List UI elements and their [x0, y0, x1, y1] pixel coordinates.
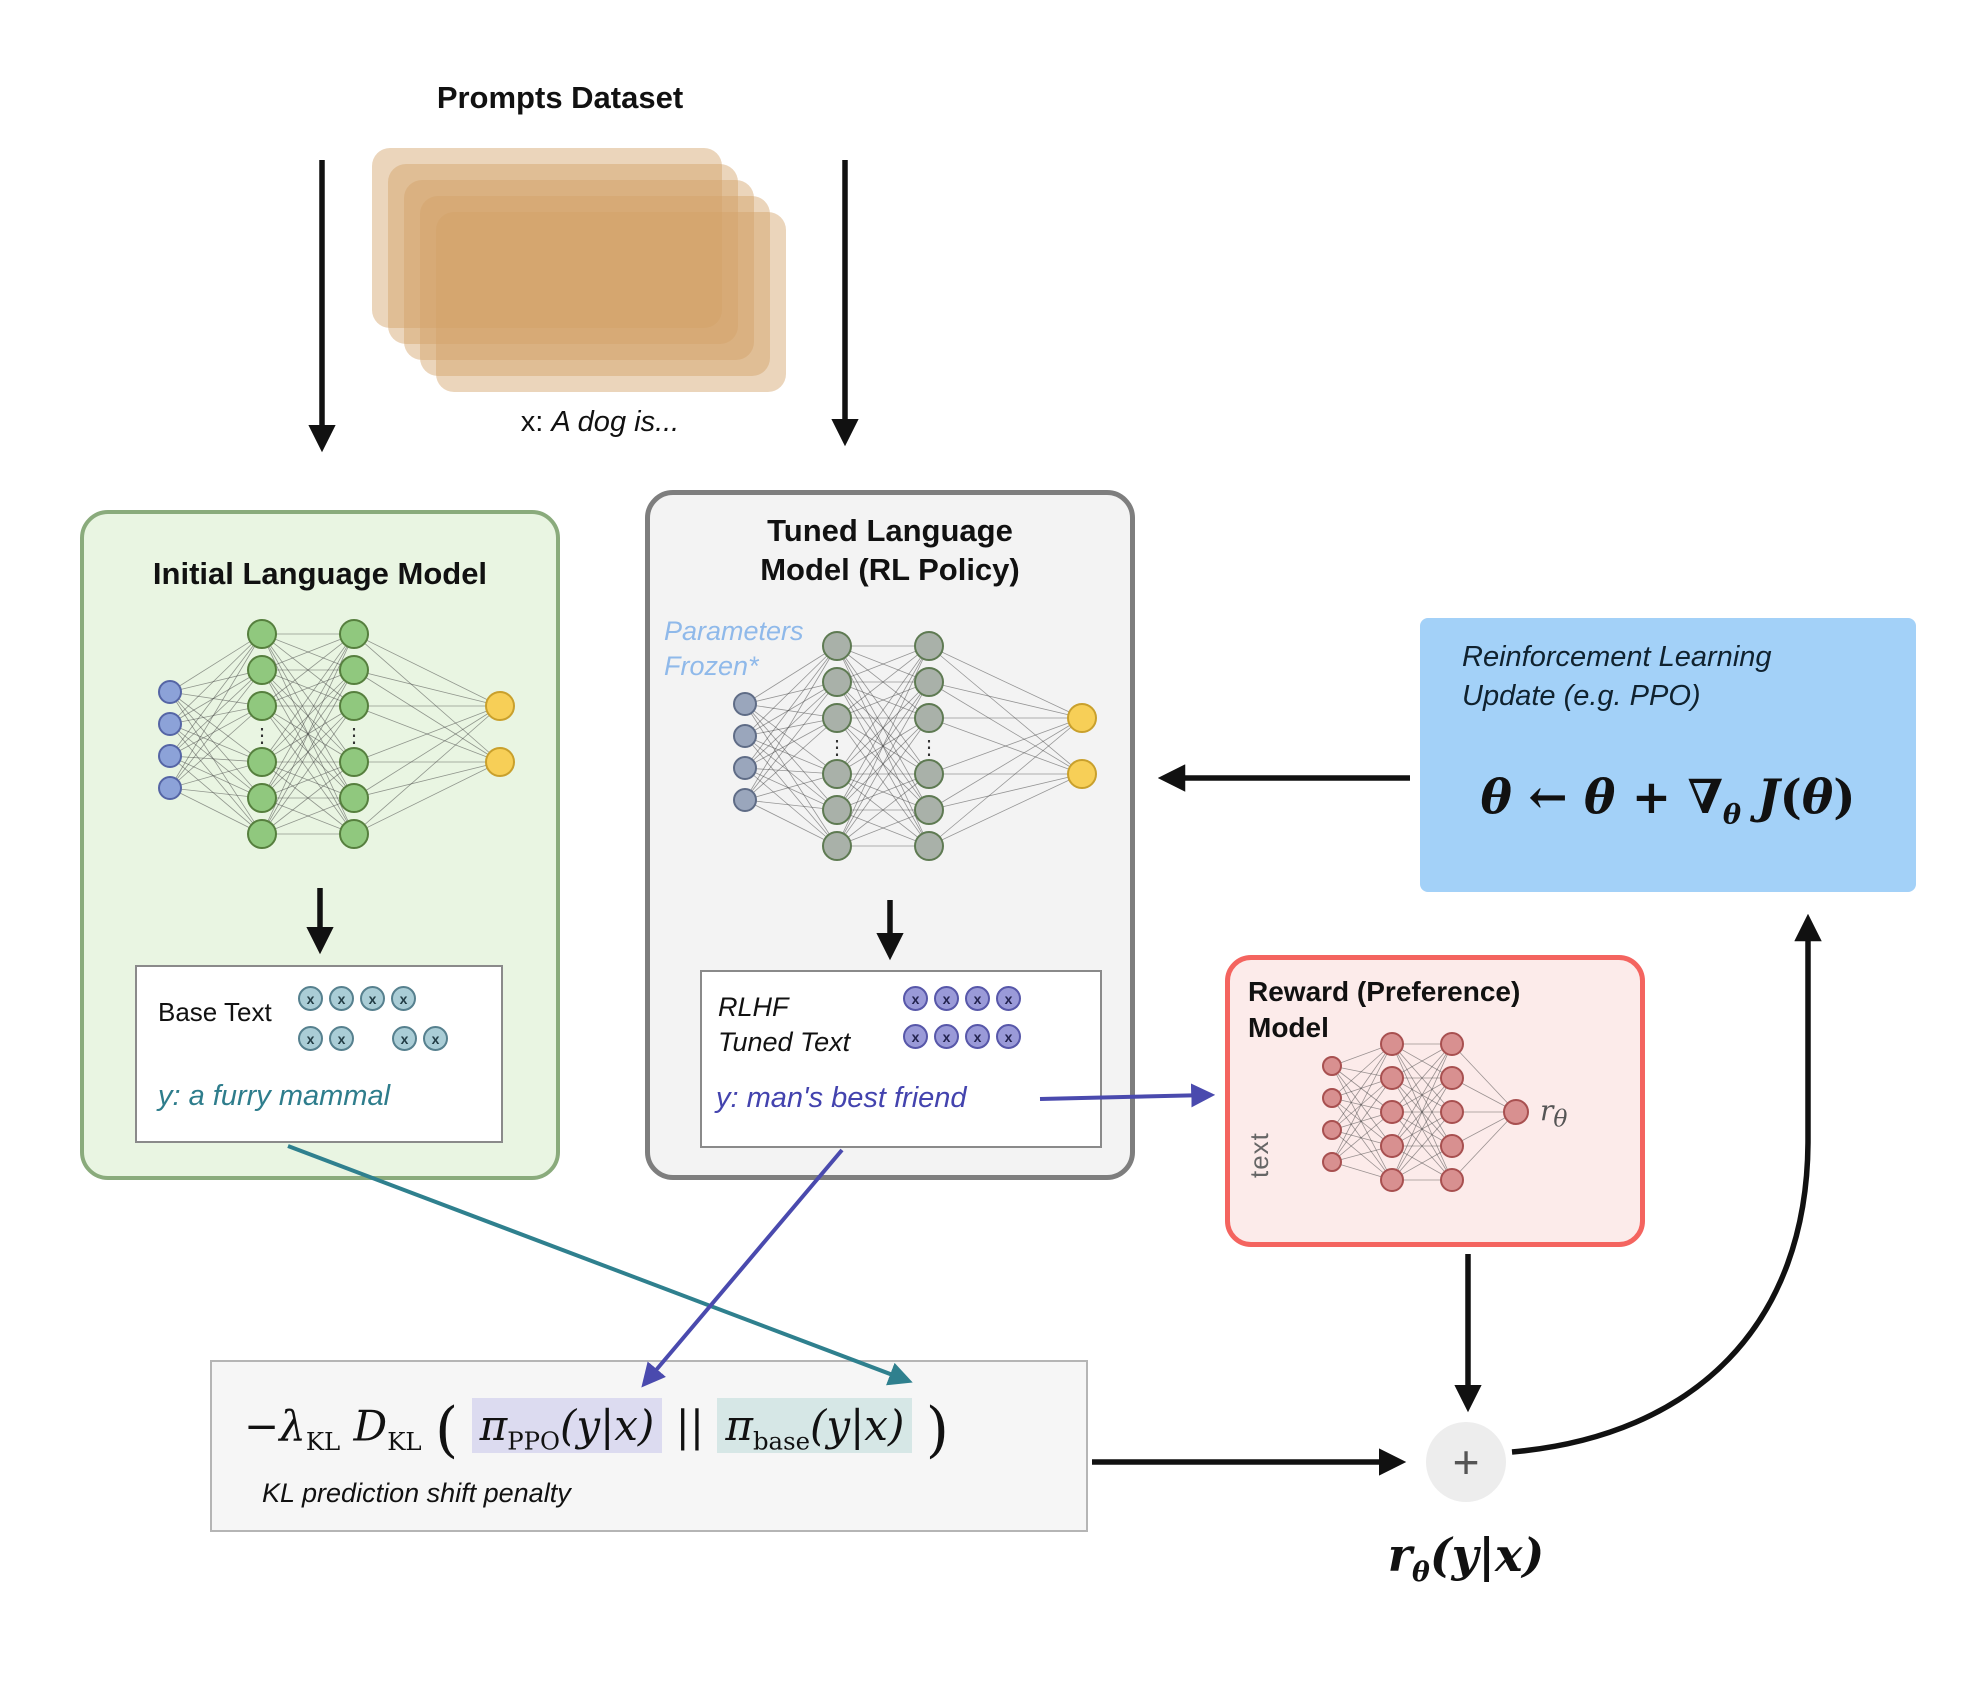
rlhf-tuned-text-label: RLHF Tuned Text — [718, 990, 850, 1060]
base-token-row-1: x x x x — [298, 986, 416, 1011]
theta: θ — [1801, 770, 1834, 825]
kl-penalty-caption: KL prediction shift penalty — [262, 1478, 571, 1508]
pi-symbol: π — [479, 1401, 508, 1451]
token: x — [903, 986, 928, 1011]
token: x — [298, 986, 323, 1011]
parameters-frozen-note: Parameters Frozen* — [664, 614, 804, 684]
reward-input-label: text — [1244, 1132, 1274, 1178]
tuned-model-title: Tuned Language Model (RL Policy) — [660, 512, 1120, 590]
token: x — [903, 1024, 928, 1049]
prompts-dataset-stack — [372, 148, 786, 392]
prompt-example-prefix: x: — [520, 406, 544, 438]
token: x — [934, 1024, 959, 1049]
kl-penalty-formula: −λKL DKL ( πPPO(y|x) || πbase(y|x) ) — [244, 1396, 949, 1465]
objective-J: J — [1757, 770, 1780, 825]
reward-title-line1: Reward (Preference) — [1248, 976, 1521, 1007]
base-output-value: a furry mammal — [188, 1080, 391, 1112]
base-text-label: Base Text — [158, 997, 272, 1027]
final-reward-term: rθ(y|x) — [1326, 1528, 1606, 1588]
tuned-model-output-box — [700, 970, 1102, 1148]
tuned-output-prefix: y: — [716, 1082, 739, 1114]
base-output-prefix: y: — [158, 1080, 181, 1112]
close-paren: ) — [1833, 770, 1856, 825]
theta: θ — [1583, 770, 1616, 825]
plus-symbol: + — [1631, 770, 1672, 825]
ppo-subscript: PPO — [507, 1426, 560, 1456]
tuned-output-value: man's best friend — [746, 1082, 967, 1114]
token: x — [996, 1024, 1021, 1049]
tuned-token-row-2: x x x x — [903, 1024, 1021, 1049]
arrow-tuned-output-to-kl — [641, 1148, 844, 1388]
divergence-subscript: KL — [387, 1426, 422, 1456]
reward-title-line2: Model — [1248, 1012, 1329, 1044]
rlhf-label-line1: RLHF — [718, 992, 789, 1022]
rl-update-title-line2: Update (e.g. PPO) — [1462, 680, 1701, 713]
prompt-example: x: A dog is... — [440, 406, 760, 439]
double-bar-symbol: || — [675, 1401, 704, 1451]
sum-node: + — [1426, 1422, 1506, 1502]
arrow-base-output-to-kl — [287, 1144, 913, 1386]
big-close-paren: ) — [925, 1396, 949, 1465]
rl-update-box — [1420, 618, 1916, 892]
reward-r: r — [1387, 1528, 1413, 1582]
reward-model-title: Reward (Preference) Model — [1248, 974, 1520, 1047]
token: x — [298, 1026, 323, 1051]
reward-r-subscript: θ — [1412, 1557, 1430, 1589]
kl-divergence-D: D — [353, 1401, 388, 1451]
pi-ppo-term: πPPO(y|x) — [471, 1398, 663, 1456]
big-open-paren: ( — [434, 1396, 459, 1465]
token: x — [934, 986, 959, 1011]
theta: θ — [1480, 770, 1512, 825]
token: x — [329, 986, 354, 1011]
token: x — [329, 1026, 354, 1051]
minus-lambda: −λ — [244, 1401, 306, 1451]
tuned-output-text: y: man's best friend — [716, 1082, 967, 1115]
initial-model-title: Initial Language Model — [152, 556, 488, 591]
plus-symbol: + — [1452, 1436, 1480, 1488]
prompts-dataset-title: Prompts Dataset — [436, 80, 684, 115]
reward-r: r — [1540, 1094, 1554, 1127]
token: x — [360, 986, 385, 1011]
token: x — [392, 1026, 417, 1051]
rl-update-title: Reinforcement Learning Update (e.g. PPO) — [1462, 638, 1772, 716]
ppo-args: (y|x) — [559, 1401, 655, 1451]
token-gap — [360, 1026, 386, 1051]
base-output-text: y: a furry mammal — [158, 1080, 390, 1113]
prompt-example-text: A dog is... — [551, 406, 680, 438]
pi-symbol: π — [725, 1401, 753, 1451]
token: x — [423, 1026, 448, 1051]
frozen-line1: Parameters — [664, 616, 804, 646]
left-arrow-symbol: ← — [1528, 770, 1568, 825]
token: x — [965, 1024, 990, 1049]
base-subscript: base — [752, 1426, 810, 1456]
tuned-title-line2: Model (RL Policy) — [760, 551, 1020, 587]
reward-output-label: rθ — [1540, 1094, 1567, 1133]
token: x — [965, 986, 990, 1011]
reward-args: (y|x) — [1429, 1528, 1545, 1582]
open-paren: ( — [1779, 770, 1802, 825]
grad-subscript: θ — [1722, 798, 1742, 831]
base-args: (y|x) — [810, 1401, 905, 1451]
pi-base-term: πbase(y|x) — [717, 1398, 913, 1456]
rl-update-formula: θ ← θ + ∇θ J(θ) — [1430, 770, 1906, 830]
token: x — [391, 986, 416, 1011]
reward-r-subscript: θ — [1553, 1104, 1568, 1133]
token: x — [996, 986, 1021, 1011]
rl-update-title-line1: Reinforcement Learning — [1462, 641, 1772, 673]
frozen-line2: Frozen* — [664, 651, 759, 682]
tuned-token-row-1: x x x x — [903, 986, 1021, 1011]
rlhf-label-line2: Tuned Text — [718, 1027, 851, 1058]
lambda-subscript: KL — [305, 1426, 341, 1456]
nabla-symbol: ∇ — [1687, 770, 1723, 825]
base-token-row-2: x x x x — [298, 1026, 448, 1051]
tuned-title-line1: Tuned Language — [767, 513, 1013, 548]
